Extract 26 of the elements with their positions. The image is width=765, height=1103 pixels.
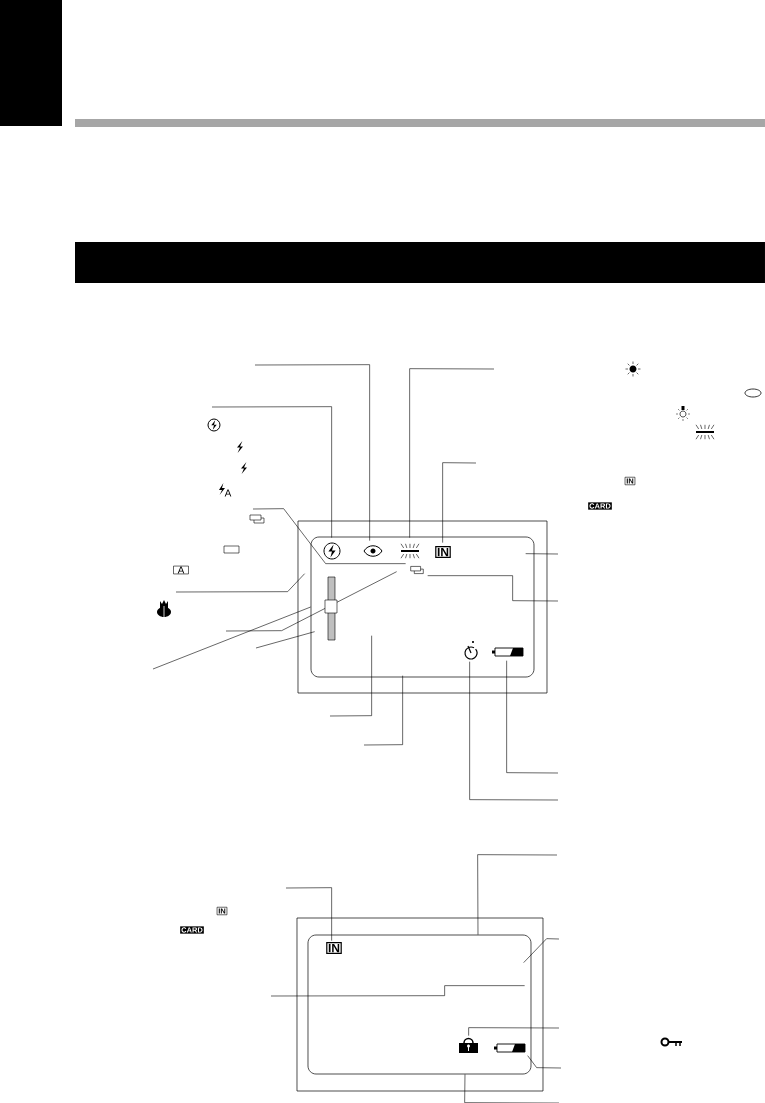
leader-line [427,575,559,602]
leader-line [527,1055,562,1069]
leader-line [442,462,477,543]
leader-line [506,660,559,774]
leader-line [464,1074,560,1103]
leader-line [254,364,370,541]
leader-line [270,985,525,997]
leader-line [152,606,311,670]
leader-line [255,631,315,649]
screen [307,934,532,1075]
leader-line [477,854,558,935]
leader-line [525,553,559,555]
leader-line [469,661,559,801]
leader-line [252,508,406,564]
leader-line [409,368,495,538]
display-frame [297,520,548,694]
leader-line [363,675,403,746]
display-frame [296,917,544,1092]
screen [310,536,535,678]
leader-line [468,1027,560,1036]
leader-line [211,406,332,538]
leader-line [523,938,560,963]
leader-line [175,573,305,593]
leader-line [225,571,397,632]
leader-line [285,887,332,941]
leader-line [329,635,372,717]
